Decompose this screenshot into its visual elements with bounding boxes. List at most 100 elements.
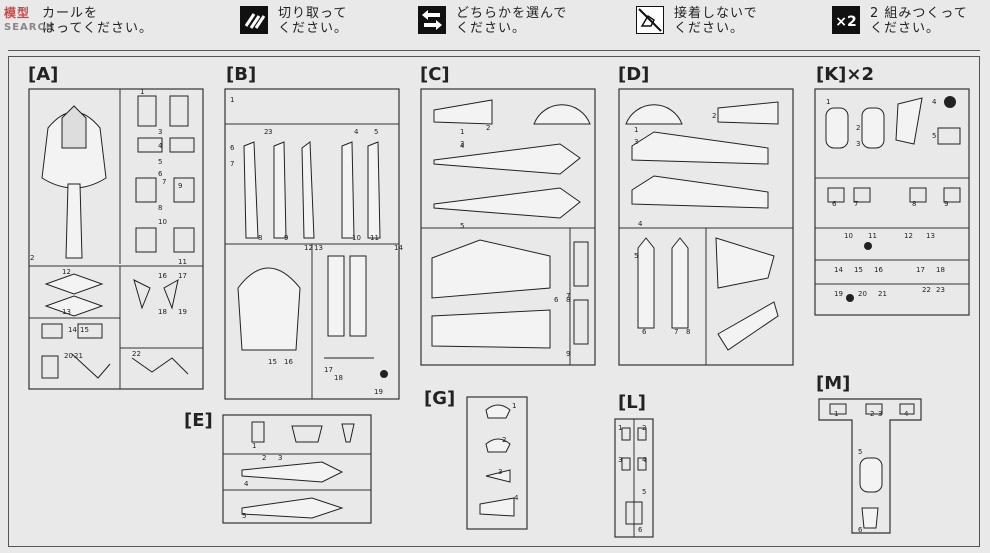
part-number-e-2: 2 — [262, 454, 266, 462]
legend-item-x2: ×2 2 組みつくって ください。 — [832, 6, 968, 36]
part-number-b-6: 6 — [230, 144, 235, 152]
part-number-a-2: 2 — [30, 254, 34, 262]
cut-icon — [240, 6, 268, 34]
part-number-k-1: 1 — [826, 98, 830, 106]
part-number-g-1: 1 — [512, 402, 516, 410]
part-number-a-22: 22 — [132, 350, 141, 358]
part-number-l-3: 3 — [618, 456, 622, 464]
watermark-top: 模型 — [4, 6, 31, 20]
part-number-a-20: 20 — [64, 352, 73, 360]
part-number-c-7: 7 — [566, 292, 570, 300]
part-number-g-4: 4 — [514, 494, 519, 502]
part-number-d-4: 4 — [638, 220, 643, 228]
part-number-c-9: 9 — [566, 350, 570, 358]
section-label-m: [M] — [816, 373, 851, 394]
legend-item-choose: どちらかを選んで ください。 — [418, 6, 567, 36]
part-number-c-8: 8 — [566, 296, 570, 304]
watermark: 模型 SEARCH — [4, 4, 55, 33]
part-number-d-6: 6 — [642, 328, 647, 336]
part-number-k-2: 2 — [856, 124, 860, 132]
part-number-k-6: 6 — [832, 200, 837, 208]
part-number-k-16: 16 — [874, 266, 883, 274]
sprue-g: 1 2 3 4 — [466, 396, 528, 530]
part-number-k-17: 17 — [916, 266, 925, 274]
part-number-a-11: 11 — [178, 258, 187, 266]
part-number-l-4: 4 — [642, 456, 647, 464]
part-number-b-15: 15 — [268, 358, 277, 366]
part-number-e-5: 5 — [242, 512, 246, 520]
legend-item-cut: 切り取って ください。 — [240, 6, 348, 36]
part-number-a-8: 8 — [158, 204, 162, 212]
part-number-a-13: 13 — [62, 308, 71, 316]
part-number-m-1: 1 — [834, 410, 838, 418]
part-number-b-9: 9 — [284, 234, 288, 242]
part-number-c-2: 2 — [486, 124, 490, 132]
legend-divider — [8, 50, 980, 51]
part-number-a-21: 21 — [74, 352, 83, 360]
part-number-l-1: 1 — [618, 424, 622, 432]
part-number-b-1: 1 — [230, 96, 234, 104]
part-number-a-7: 7 — [162, 178, 166, 186]
part-number-a-1: 1 — [140, 88, 144, 96]
part-number-k-21: 21 — [878, 290, 887, 298]
part-number-a-15: 15 — [80, 326, 89, 334]
part-number-b-4: 4 — [354, 128, 359, 136]
part-number-k-3: 3 — [856, 140, 860, 148]
part-number-c-1: 1 — [460, 128, 464, 136]
instruction-legend: カールをはってください。 切り取って ください。 どちらかを選んで ください。 … — [0, 0, 990, 50]
part-number-g-3: 3 — [498, 468, 502, 476]
part-number-a-18: 18 — [158, 308, 167, 316]
section-label-l: [L] — [618, 392, 646, 413]
part-number-b-18: 18 — [334, 374, 343, 382]
part-number-a-6: 6 — [158, 170, 163, 178]
part-number-g-2: 2 — [502, 436, 506, 444]
section-label-d: [D] — [618, 64, 650, 85]
part-number-b-14: 14 — [394, 244, 403, 252]
section-label-b: [B] — [226, 64, 257, 85]
part-number-a-17: 17 — [178, 272, 187, 280]
part-number-b-17: 17 — [324, 366, 333, 374]
part-number-a-4: 4 — [158, 142, 163, 150]
x2-badge-text: ×2 — [835, 14, 856, 30]
section-label-c: [C] — [420, 64, 450, 85]
part-number-a-3: 3 — [158, 128, 162, 136]
part-number-b-11: 11 — [370, 234, 379, 242]
part-number-k-23: 23 — [936, 286, 945, 294]
part-number-m-5: 5 — [858, 448, 862, 456]
part-number-b-10: 10 — [352, 234, 361, 242]
part-number-b-8: 8 — [258, 234, 262, 242]
part-number-d-3: 3 — [634, 138, 638, 146]
part-number-a-10: 10 — [158, 218, 167, 226]
part-number-a-19: 19 — [178, 308, 187, 316]
x2-icon: ×2 — [832, 6, 860, 34]
part-number-c-6: 6 — [554, 296, 559, 304]
legend-item-no-glue: 接着しないで ください。 — [636, 6, 758, 36]
part-number-k-12: 12 — [904, 232, 913, 240]
part-number-k-5: 5 — [932, 132, 936, 140]
section-label-g: [G] — [424, 388, 456, 409]
part-number-b-7: 7 — [230, 160, 234, 168]
part-number-k-15: 15 — [854, 266, 863, 274]
legend-text-sticker: カールをはってください。 — [42, 6, 153, 36]
part-number-b-2: 2 — [264, 128, 268, 136]
part-number-b-13: 13 — [314, 244, 323, 252]
part-number-a-14: 14 — [68, 326, 77, 334]
part-number-b-12: 12 — [304, 244, 313, 252]
part-number-k-20: 20 — [858, 290, 867, 298]
part-number-k-18: 18 — [936, 266, 945, 274]
part-number-b-3: 3 — [268, 128, 272, 136]
part-number-k-13: 13 — [926, 232, 935, 240]
part-number-l-6: 6 — [638, 526, 643, 534]
part-number-k-19: 19 — [834, 290, 843, 298]
part-number-k-7: 7 — [854, 200, 858, 208]
part-number-a-5: 5 — [158, 158, 162, 166]
part-number-d-8: 8 — [686, 328, 690, 336]
section-label-a: [A] — [28, 64, 59, 85]
part-number-k-10: 10 — [844, 232, 853, 240]
part-number-l-5: 5 — [642, 488, 646, 496]
